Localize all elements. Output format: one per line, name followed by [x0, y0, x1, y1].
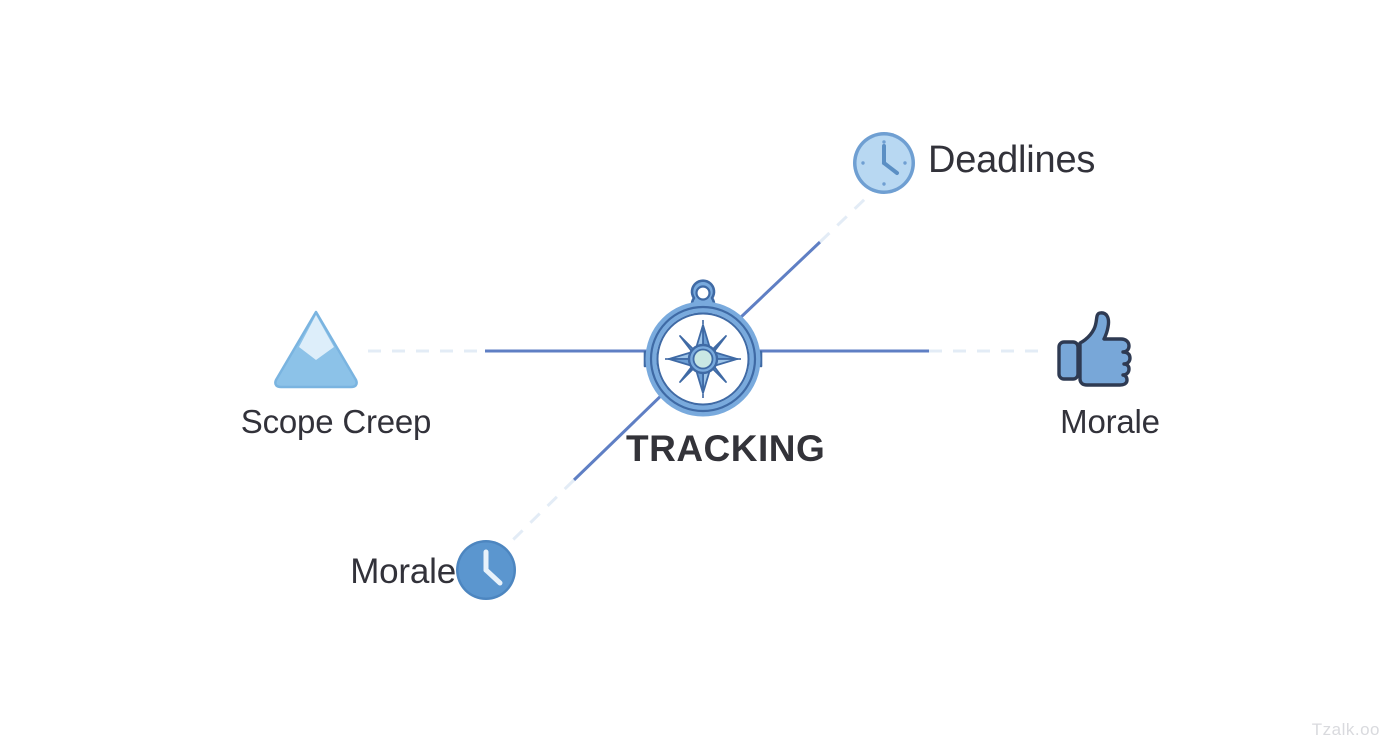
- thumbs-up-icon: [1057, 311, 1132, 387]
- node-label-morale-bottom: Morale: [350, 552, 456, 591]
- hub-title-tracking: TRACKING: [626, 428, 826, 469]
- node-morale-right[interactable]: [1053, 305, 1141, 393]
- edge-hub-deadlines-dashed: [818, 196, 868, 244]
- hub-node-tracking[interactable]: [633, 268, 773, 428]
- watermark: Tzalk.oo: [1311, 720, 1380, 739]
- node-label-deadlines: Deadlines: [928, 139, 1096, 181]
- node-scope-creep[interactable]: [272, 308, 360, 390]
- node-morale-bottom[interactable]: [453, 537, 519, 603]
- clock-icon: [853, 132, 915, 194]
- compass-icon: [643, 279, 763, 417]
- clock-icon: [456, 540, 516, 600]
- node-label-morale-right: Morale: [1060, 403, 1160, 440]
- node-deadlines[interactable]: [850, 129, 918, 197]
- mountain-icon: [274, 310, 358, 389]
- node-label-scope-creep: Scope Creep: [240, 403, 432, 440]
- ghost-text-band: [14, 22, 1378, 44]
